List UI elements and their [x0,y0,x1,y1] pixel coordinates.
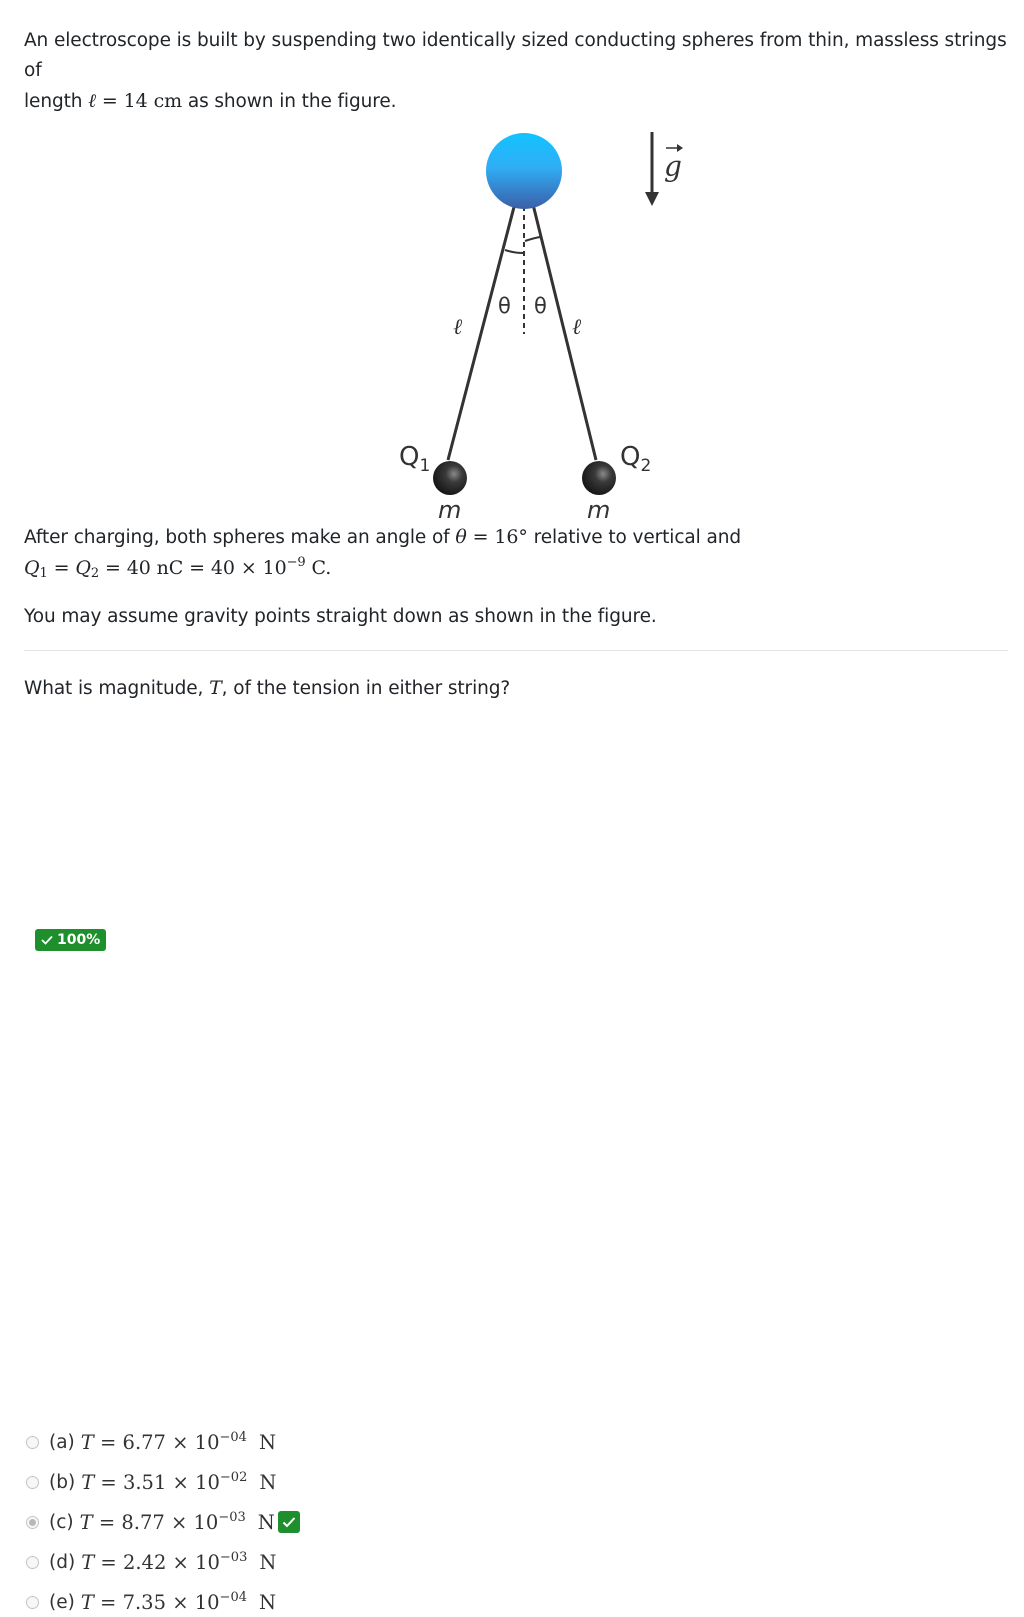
length-right-label: ℓ [572,315,582,340]
length-left-label: ℓ [453,315,463,340]
electroscope-figure: g θ θ ℓ ℓ Q1 Q2 m m [364,104,704,524]
theta-math: θ = 16° [455,526,528,548]
intro-text-line1: An electroscope is built by suspending t… [24,30,1007,81]
charging-conditions: After charging, both spheres make an ang… [24,526,741,581]
ball-right [582,461,616,495]
radio-button[interactable] [26,1475,39,1489]
mass-right-label: m [587,496,611,524]
radio-button[interactable] [26,1595,39,1609]
gravity-label: g [664,150,682,183]
check-icon [41,935,53,945]
gravity-arrow-icon [645,132,683,206]
intro-text-length: length [24,91,83,112]
theta-right-label: θ [534,294,547,318]
mass-left-label: m [438,496,462,524]
radio-button[interactable] [26,1555,39,1569]
strings [446,183,598,461]
problem-intro: An electroscope is built by suspending t… [24,26,1008,117]
radio-button[interactable] [26,1435,39,1449]
question-prompt: What is magnitude, T, of the tension in … [24,677,511,699]
radio-button-selected[interactable] [26,1515,39,1529]
divider [24,650,1008,651]
ball-left [433,461,467,495]
intro-text-end: as shown in the figure. [182,91,397,112]
top-sphere [486,133,562,209]
correct-check-icon [277,1511,300,1533]
score-badge: 100% [35,929,107,951]
q2-label: Q2 [620,442,652,477]
length-math: ℓ = 14 cm [88,90,183,112]
gravity-note: You may assume gravity points straight d… [24,606,657,627]
theta-left-label: θ [498,294,511,318]
charge-math: Q1 = Q2 = 40 nC = 40 × 10−9 C. [24,555,332,581]
q1-label: Q1 [399,442,431,477]
